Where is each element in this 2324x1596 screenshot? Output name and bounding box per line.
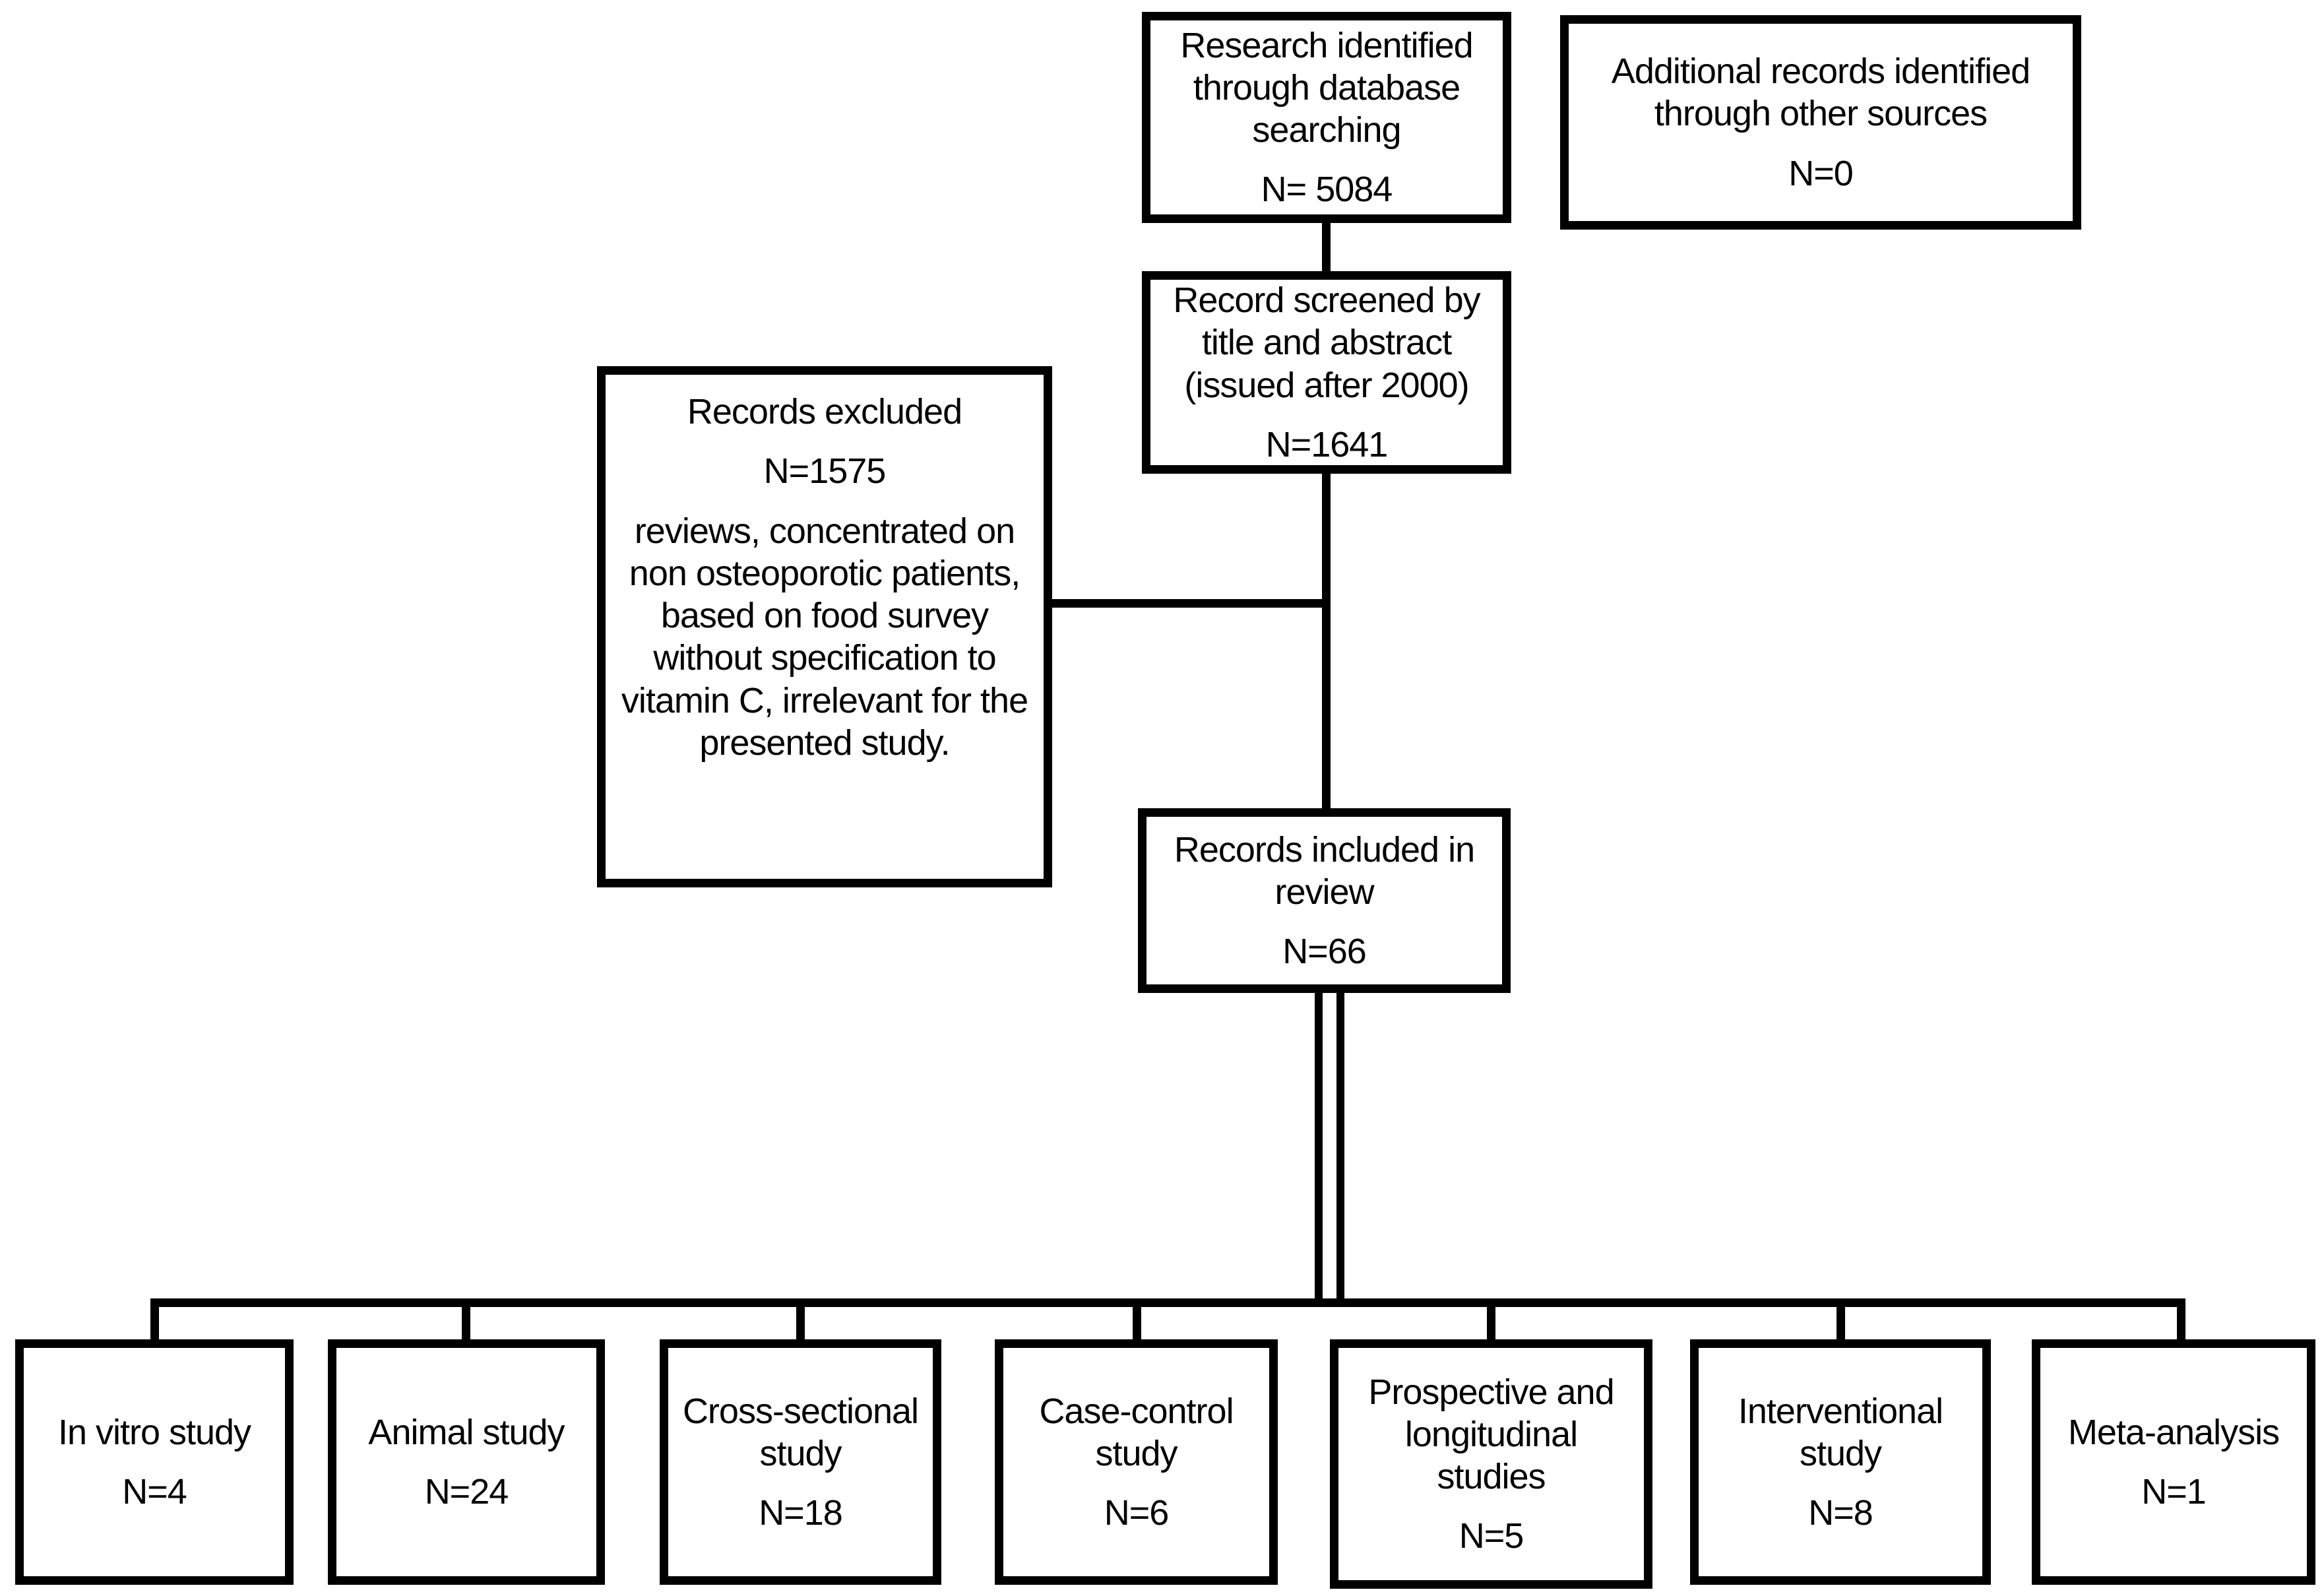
record-count: N=1641 (1265, 424, 1389, 464)
connector-stub-cross-sectional (796, 1301, 805, 1346)
box-records-excluded: Records excluded N=1575 reviews, concent… (597, 366, 1052, 887)
connector-research-to-screened (1322, 218, 1331, 277)
connector-stub-interventional (1837, 1301, 1845, 1346)
connector-screened-to-included (1322, 468, 1331, 815)
box-label: Research identified through database sea… (1180, 25, 1473, 150)
box-label: Prospective and longitudinal studies (1368, 1372, 1614, 1497)
box-study-interventional: Interventional study N=8 (1690, 1339, 1991, 1585)
connector-distribution-line (150, 1298, 2185, 1307)
box-study-case-control: Case-control study N=6 (995, 1339, 1278, 1585)
box-label: Meta-analysis (2067, 1412, 2280, 1452)
record-count: N=1575 (763, 451, 887, 492)
record-count: N=5 (1459, 1516, 1524, 1556)
record-count: N=66 (1282, 932, 1367, 972)
record-count: N=0 (1788, 153, 1854, 193)
record-count: N=1 (2141, 1472, 2207, 1512)
connector-stub-in-vitro (150, 1301, 159, 1346)
record-count: N=18 (759, 1493, 843, 1533)
record-count: N=4 (122, 1472, 187, 1512)
box-study-meta-analysis: Meta-analysis N=1 (2032, 1339, 2315, 1585)
connector-included-double-line-right (1336, 988, 1344, 1304)
connector-stub-prospective (1487, 1301, 1495, 1346)
connector-stub-animal (462, 1301, 470, 1346)
box-label: Additional records identified through ot… (1611, 51, 2030, 134)
connector-stub-case-control (1133, 1301, 1141, 1346)
box-records-screened: Record screened by title and abstract (i… (1142, 271, 1511, 474)
box-study-prospective-longitudinal: Prospective and longitudinal studies N=5 (1330, 1339, 1652, 1589)
box-label: Cross-sectional study (682, 1391, 919, 1473)
record-count: N=8 (1808, 1493, 1873, 1533)
record-count: N= 5084 (1261, 170, 1393, 210)
box-label: Interventional study (1738, 1391, 1943, 1473)
box-label: Record screened by title and abstract (i… (1173, 280, 1480, 405)
box-records-included: Records included in review N=66 (1138, 808, 1511, 993)
connector-stub-meta-analysis (2177, 1301, 2185, 1346)
box-label: Records excluded (687, 392, 962, 431)
record-count: N=6 (1104, 1493, 1170, 1533)
box-study-in-vitro: In vitro study N=4 (15, 1339, 294, 1585)
box-label: Animal study (368, 1412, 565, 1452)
record-count: N=24 (424, 1472, 509, 1512)
connector-excluded-branch (1050, 599, 1331, 608)
box-study-animal: Animal study N=24 (328, 1339, 605, 1585)
connector-included-double-line-left (1315, 988, 1323, 1304)
exclusion-reasons: reviews, concentrated on non osteoporoti… (621, 511, 1028, 763)
box-label: Case-control study (1039, 1391, 1234, 1473)
box-study-cross-sectional: Cross-sectional study N=18 (660, 1339, 941, 1585)
box-label: Records included in review (1174, 829, 1475, 912)
box-research-identified: Research identified through database sea… (1142, 12, 1511, 223)
box-label: In vitro study (57, 1412, 251, 1452)
box-additional-records: Additional records identified through ot… (1560, 15, 2081, 230)
